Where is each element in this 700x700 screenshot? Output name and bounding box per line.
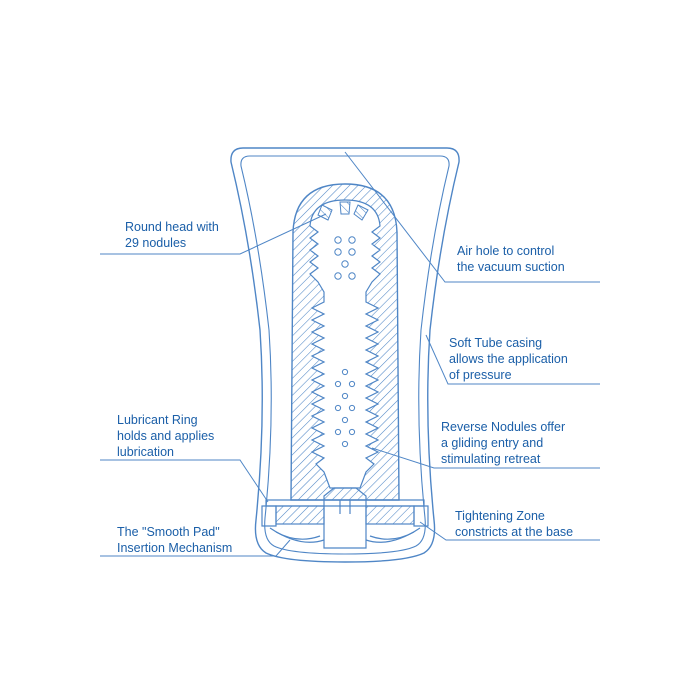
leader-soft-tube — [425, 334, 600, 385]
leader-air-hole — [344, 151, 600, 283]
label-reverse-nodules: Reverse Nodules offer a gliding entry an… — [441, 420, 566, 466]
leader-round-head — [100, 213, 327, 255]
label-smooth-pad: The "Smooth Pad" Insertion Mechanism — [117, 525, 233, 555]
outer-casing — [230, 147, 460, 563]
base-assembly — [261, 487, 429, 549]
leader-lubricant-ring — [100, 459, 269, 503]
label-lubricant-ring: Lubricant Ring holds and applies lubrica… — [117, 413, 215, 459]
label-round-head: Round head with 29 nodules — [125, 220, 219, 250]
leader-reverse-nodules — [371, 447, 600, 469]
nodule-dots — [334, 236, 356, 448]
inner-channel — [309, 199, 381, 489]
leader-tightening-zone — [419, 521, 600, 541]
leader-lines — [100, 151, 600, 557]
label-air-hole: Air hole to control the vacuum suction — [457, 244, 565, 274]
leader-smooth-pad — [100, 539, 291, 557]
inner-casing — [240, 155, 450, 555]
label-tightening-zone: Tightening Zone constricts at the base — [455, 509, 574, 539]
label-soft-tube: Soft Tube casing allows the application … — [449, 336, 568, 382]
